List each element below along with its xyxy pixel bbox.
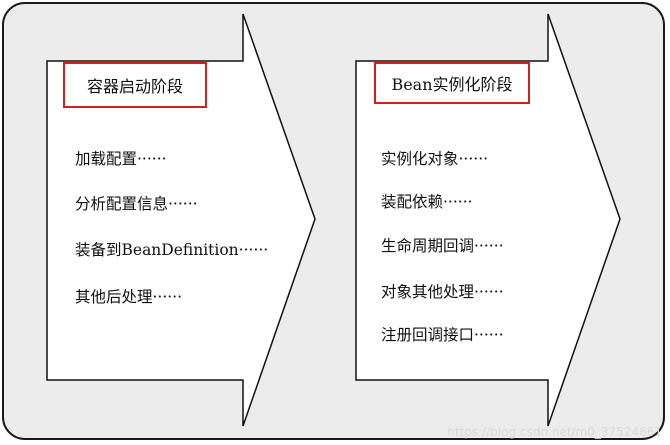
stage-1-item: 分析配置信息······ (75, 195, 198, 213)
stage-2-item: 生命周期回调······ (381, 237, 504, 255)
stage-arrow-1 (46, 13, 316, 427)
stage-1-title: 容器启动阶段 (63, 62, 207, 108)
stage-1-item: 加载配置······ (75, 150, 167, 168)
watermark-text: https://blog.csdn.net/m0_37524661 (447, 425, 662, 439)
stage-2-item: 注册回调接口······ (381, 326, 504, 344)
stage-1-title-text: 容器启动阶段 (86, 77, 183, 96)
stage-1-item: 其他后处理······ (75, 288, 183, 306)
stage-arrow-2 (355, 13, 621, 427)
stage-2-title: Bean实例化阶段 (374, 62, 530, 104)
stage-2-item: 实例化对象······ (381, 150, 489, 168)
stage-1-item: 装备到BeanDefinition······ (75, 241, 269, 259)
stage-2-item: 装配依赖······ (381, 193, 473, 211)
stage-2-title-text: Bean实例化阶段 (391, 75, 513, 94)
stage-2-item: 对象其他处理······ (381, 283, 504, 301)
